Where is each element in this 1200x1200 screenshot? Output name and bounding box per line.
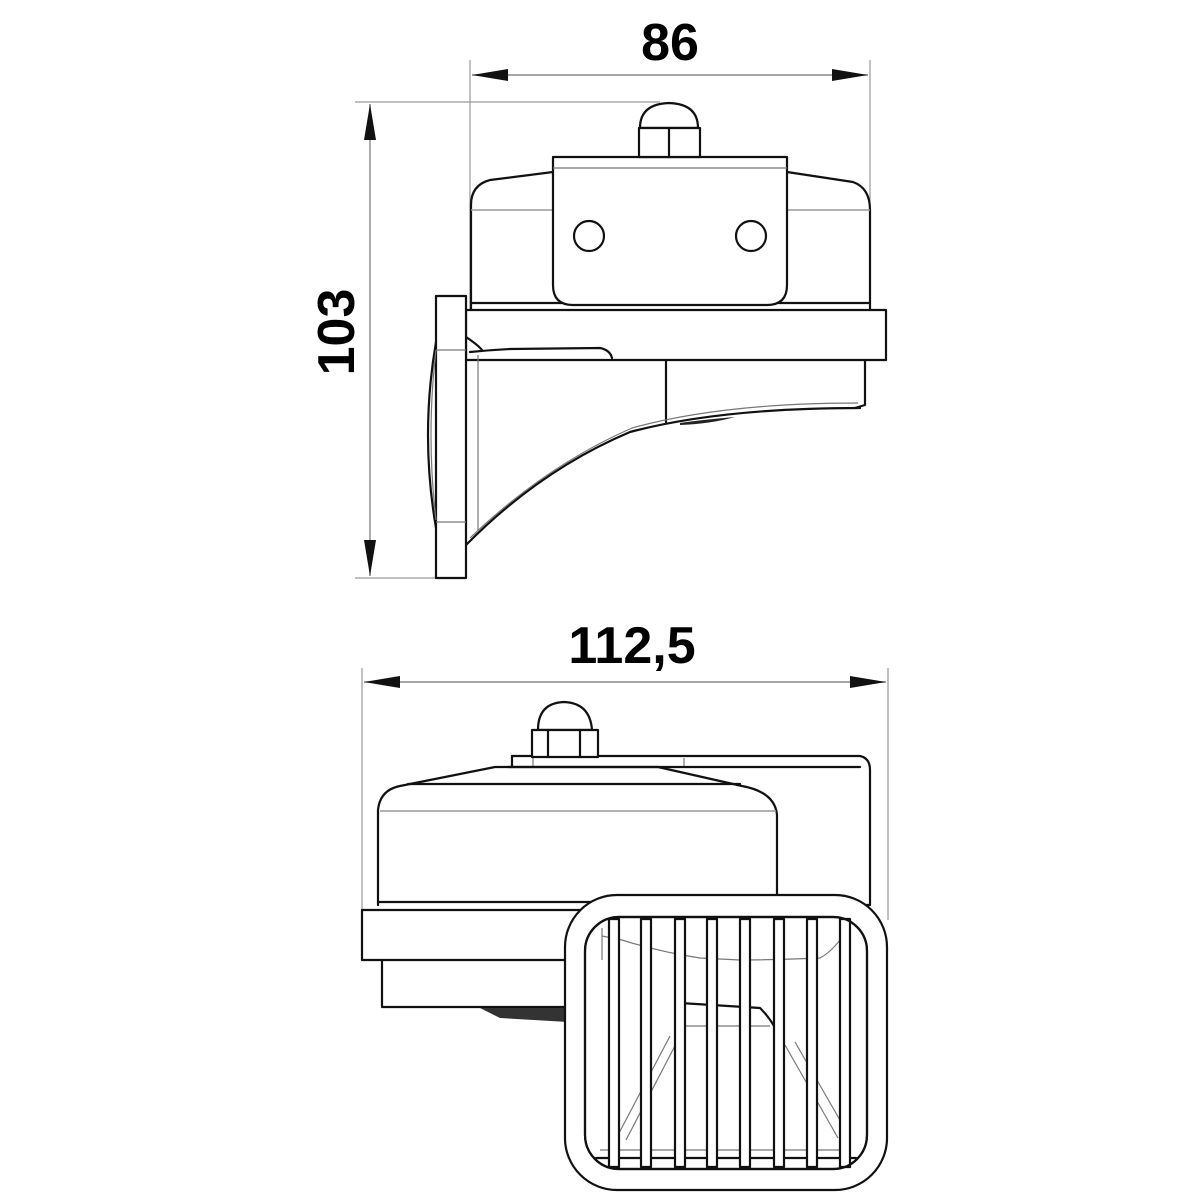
dimension-label-86: 86 bbox=[641, 14, 699, 72]
dimension-label-103: 103 bbox=[308, 289, 366, 376]
dimension-112-5: 112,5 bbox=[361, 617, 889, 960]
dimension-103: 103 bbox=[308, 101, 660, 579]
dimension-86: 86 bbox=[469, 14, 871, 310]
dimension-label-112-5: 112,5 bbox=[568, 617, 695, 675]
front-view-horn bbox=[360, 700, 889, 1192]
side-view-horn bbox=[426, 101, 888, 580]
